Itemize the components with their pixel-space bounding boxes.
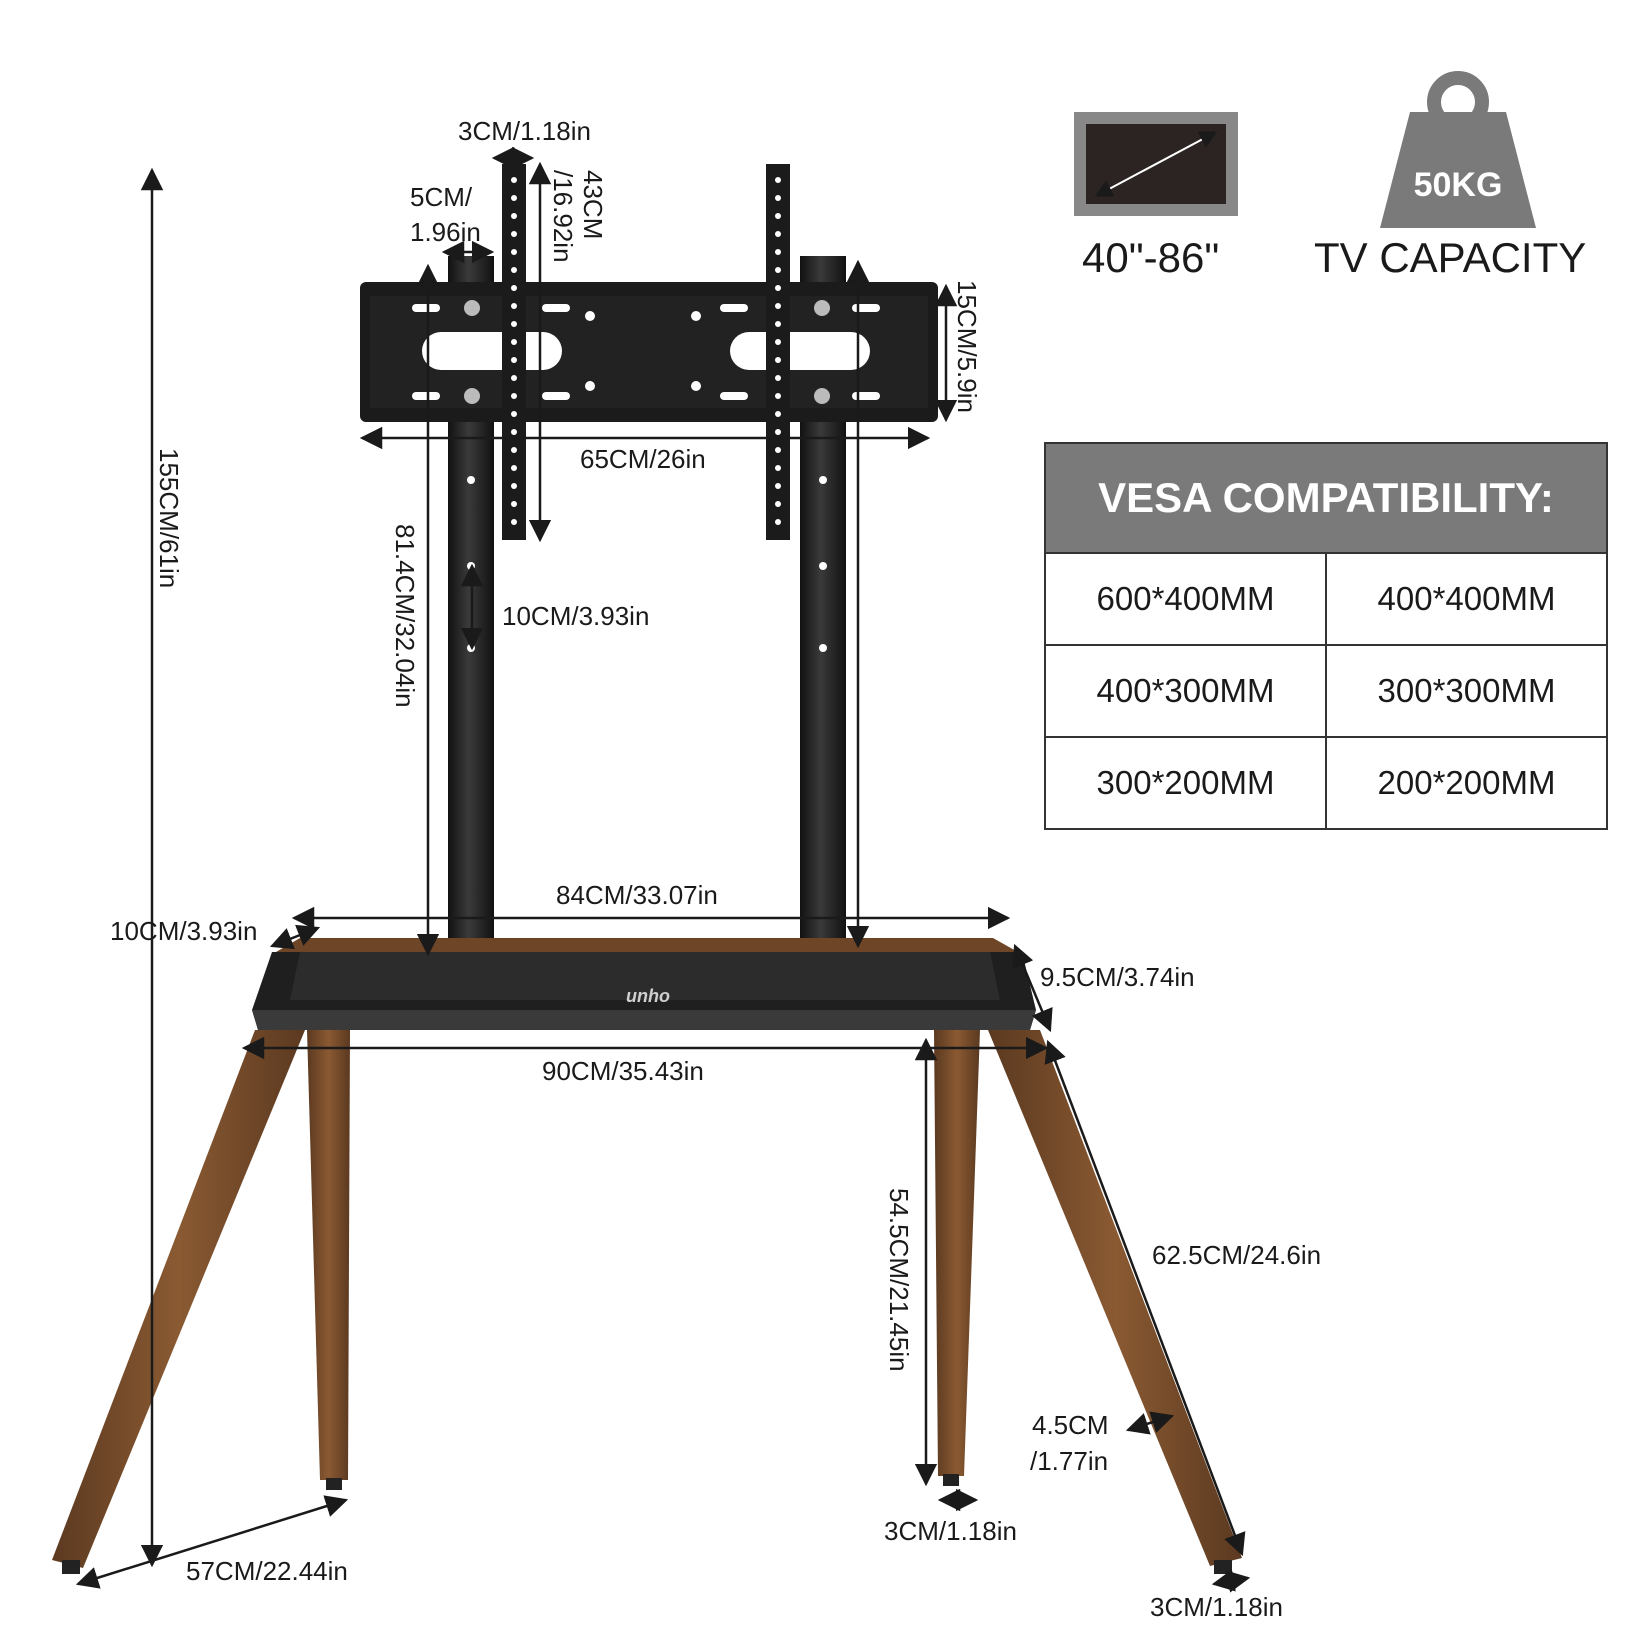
strip-hole: [511, 465, 517, 471]
dim-bracket-height: 15CM/5.9in: [952, 280, 982, 413]
strip-holes: [511, 177, 781, 525]
strip-hole: [775, 321, 781, 327]
strip-hole: [775, 375, 781, 381]
table-row: 400*300MM 300*300MM: [1044, 644, 1608, 738]
strip-hole: [511, 285, 517, 291]
strip-hole: [775, 447, 781, 453]
strip-hole: [511, 339, 517, 345]
dim-base-depth: 57CM/22.44in: [186, 1556, 348, 1586]
vesa-compatibility-table: VESA COMPATIBILITY: 600*400MM 400*400MM …: [1044, 442, 1608, 830]
strip-hole: [511, 231, 517, 237]
dim-foot-width-front: 3CM/1.18in: [884, 1516, 1017, 1546]
strip-hole: [775, 519, 781, 525]
dim-leg-length: 62.5CM/24.6in: [1152, 1240, 1322, 1270]
strip-hole: [775, 393, 781, 399]
strip-hole: [511, 375, 517, 381]
strip-hole: [511, 411, 517, 417]
bracket-strip-left: [502, 164, 526, 540]
vesa-size: 400*400MM: [1325, 552, 1608, 646]
brand-logo: unho: [626, 986, 670, 1006]
strip-hole: [511, 177, 517, 183]
dim-strip-height-line1: 43CM: [578, 170, 608, 240]
dim-shelf-thickness: 9.5CM/3.74in: [1040, 962, 1195, 992]
strip-hole: [775, 285, 781, 291]
weight-capacity-value: 50KG: [1414, 166, 1503, 204]
strip-hole: [775, 483, 781, 489]
strip-hole: [511, 195, 517, 201]
strip-hole: [511, 321, 517, 327]
table-row: 600*400MM 400*400MM: [1044, 552, 1608, 646]
dim-foot-width-back: 3CM/1.18in: [1150, 1592, 1283, 1622]
dim-shelf-width: 90CM/35.43in: [542, 1056, 704, 1086]
vesa-size: 600*400MM: [1044, 552, 1327, 646]
strip-hole: [511, 393, 517, 399]
vesa-title: VESA COMPATIBILITY:: [1044, 442, 1608, 554]
dim-leg-width-line2: /1.77in: [1030, 1446, 1109, 1476]
vesa-size: 300*300MM: [1325, 644, 1608, 738]
dim-leg-height: 54.5CM/21.45in: [884, 1188, 914, 1372]
strip-hole: [775, 303, 781, 309]
strip-hole: [775, 465, 781, 471]
strip-hole: [775, 249, 781, 255]
strip-hole: [775, 213, 781, 219]
dim-total-height: 155CM/61in: [154, 448, 184, 589]
dimension-lines: [75, 146, 1251, 1593]
leg-front-left: [52, 1030, 305, 1574]
dim-pole-diameter-line2: 1.96in: [410, 217, 481, 247]
strip-hole: [775, 411, 781, 417]
weight-icon: [1380, 71, 1536, 228]
bracket-strip-right: [766, 164, 790, 540]
dim-bracket-width: 65CM/26in: [580, 444, 706, 474]
strip-hole: [511, 501, 517, 507]
strip-hole: [511, 519, 517, 525]
strip-hole: [775, 195, 781, 201]
strip-hole: [511, 303, 517, 309]
strip-hole: [775, 429, 781, 435]
vesa-size: 400*300MM: [1044, 644, 1327, 738]
strip-hole: [511, 447, 517, 453]
tv-capacity-label: TV CAPACITY: [1314, 234, 1587, 281]
dim-bracket-strip-width: 3CM/1.18in: [458, 116, 591, 146]
dim-pole-diameter-line1: 5CM/: [410, 182, 473, 212]
strip-hole: [511, 357, 517, 363]
strip-hole: [775, 501, 781, 507]
strip-hole: [511, 249, 517, 255]
strip-hole: [775, 231, 781, 237]
table-row: 300*200MM 200*200MM: [1044, 736, 1608, 830]
vesa-size: 200*200MM: [1325, 736, 1608, 830]
leg-back-right: [934, 1030, 980, 1486]
wood-shelf: [252, 938, 1036, 1030]
dim-top-width: 84CM/33.07in: [556, 880, 718, 910]
mount-bracket: [360, 282, 938, 422]
dim-shelf-depth: 10CM/3.93in: [110, 916, 258, 946]
strip-hole: [775, 339, 781, 345]
strip-hole: [775, 267, 781, 273]
vesa-size: 300*200MM: [1044, 736, 1327, 830]
screen-size-icon: [1074, 112, 1238, 216]
dim-leg-width-line1: 4.5CM: [1032, 1410, 1109, 1440]
strip-hole: [511, 267, 517, 273]
screen-size-label: 40"-86": [1082, 234, 1220, 281]
strip-hole: [511, 213, 517, 219]
dim-pole-height: 81.4CM/32.04in: [390, 524, 420, 708]
leg-back-left: [307, 1030, 350, 1490]
strip-hole: [775, 177, 781, 183]
dim-hole-spacing: 10CM/3.93in: [502, 601, 650, 631]
strip-hole: [775, 357, 781, 363]
strip-hole: [511, 429, 517, 435]
dim-strip-height-line2: /16.92in: [548, 170, 578, 263]
leg-front-right: [988, 1030, 1242, 1574]
strip-hole: [511, 483, 517, 489]
